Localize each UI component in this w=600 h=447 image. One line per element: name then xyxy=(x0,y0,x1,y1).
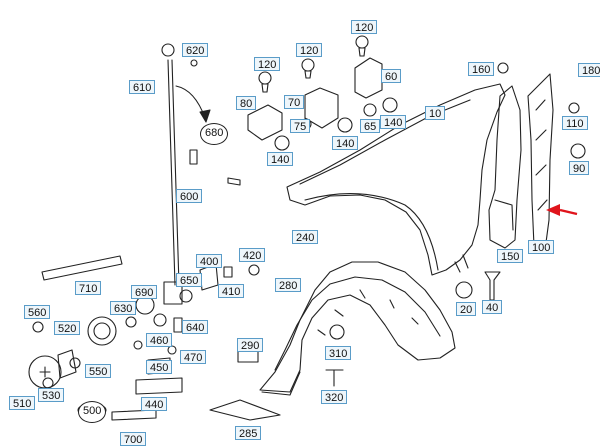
callout-160[interactable]: 160 xyxy=(468,62,495,76)
callout-680[interactable]: 680 xyxy=(200,123,229,145)
callout-530[interactable]: 530 xyxy=(38,388,65,402)
callout-320[interactable]: 320 xyxy=(321,390,348,404)
callout-60[interactable]: 60 xyxy=(381,69,402,83)
callout-65[interactable]: 65 xyxy=(360,119,381,133)
callout-640[interactable]: 640 xyxy=(182,320,209,334)
callout-420[interactable]: 420 xyxy=(239,248,266,262)
callout-80[interactable]: 80 xyxy=(236,96,257,110)
callout-560[interactable]: 560 xyxy=(24,305,51,319)
red-pointer-arrow xyxy=(546,204,578,216)
bonnet-prop-rod-part xyxy=(161,43,211,305)
front-fender-part xyxy=(286,83,506,276)
callout-510[interactable]: 510 xyxy=(9,396,36,410)
callout-120-c[interactable]: 120 xyxy=(254,57,281,71)
callout-290[interactable]: 290 xyxy=(237,338,264,352)
callout-140-a[interactable]: 140 xyxy=(267,152,294,166)
callout-70[interactable]: 70 xyxy=(284,95,305,109)
callout-310[interactable]: 310 xyxy=(325,346,352,360)
callout-10[interactable]: 10 xyxy=(425,106,446,120)
callout-470[interactable]: 470 xyxy=(180,350,207,364)
callout-120-a[interactable]: 120 xyxy=(351,20,378,34)
callout-440[interactable]: 440 xyxy=(141,397,168,411)
callout-710[interactable]: 710 xyxy=(75,281,102,295)
callout-620[interactable]: 620 xyxy=(182,43,209,57)
callout-140-b[interactable]: 140 xyxy=(332,136,359,150)
callout-285[interactable]: 285 xyxy=(235,426,262,440)
callout-450[interactable]: 450 xyxy=(146,360,173,374)
wheel-arch-liner-part xyxy=(259,261,456,396)
callout-600[interactable]: 600 xyxy=(176,189,203,203)
callout-630[interactable]: 630 xyxy=(110,301,137,315)
callout-75[interactable]: 75 xyxy=(290,119,311,133)
callout-610[interactable]: 610 xyxy=(129,80,156,94)
callout-280[interactable]: 280 xyxy=(275,278,302,292)
callout-520[interactable]: 520 xyxy=(54,321,81,335)
callout-500[interactable]: 500 xyxy=(78,401,107,423)
callout-110[interactable]: 110 xyxy=(562,116,588,130)
callout-150[interactable]: 150 xyxy=(497,249,524,263)
callout-650[interactable]: 650 xyxy=(176,273,203,287)
callout-550[interactable]: 550 xyxy=(85,364,112,378)
callout-140-c[interactable]: 140 xyxy=(380,115,407,129)
callout-400[interactable]: 400 xyxy=(196,254,223,268)
callout-240[interactable]: 240 xyxy=(292,230,319,244)
callout-460[interactable]: 460 xyxy=(146,333,173,347)
callout-410[interactable]: 410 xyxy=(218,284,245,298)
callout-40[interactable]: 40 xyxy=(482,300,503,314)
callout-120-b[interactable]: 120 xyxy=(296,43,323,57)
callout-690[interactable]: 690 xyxy=(131,285,158,299)
callout-20[interactable]: 20 xyxy=(456,302,477,316)
callout-100[interactable]: 100 xyxy=(528,240,555,254)
callout-180[interactable]: 180 xyxy=(578,63,600,77)
bracket-parts xyxy=(247,57,383,141)
fender-seal-strip-part xyxy=(488,73,554,251)
callout-90[interactable]: 90 xyxy=(569,161,590,175)
callout-700[interactable]: 700 xyxy=(120,432,147,446)
